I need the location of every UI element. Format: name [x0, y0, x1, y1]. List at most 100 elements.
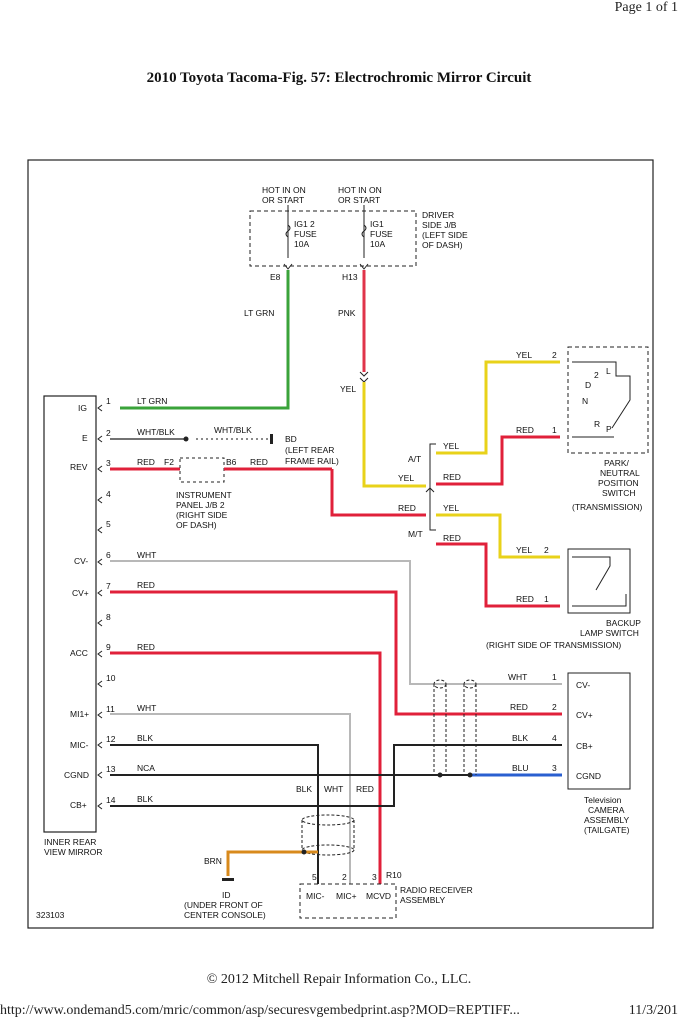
park-pin-2: 2 [552, 350, 557, 360]
mirror-pins: IG 1 E 2 REV 3 4 5 CV- 6 CV+ 7 8 ACC 9 1… [64, 396, 116, 810]
pos-p: P [606, 424, 612, 434]
wire-label-red-at: RED [443, 472, 461, 482]
pin-num-10: 10 [106, 673, 116, 683]
park-label-e: (TRANSMISSION) [572, 502, 643, 512]
page-number: Page 1 of 1 [614, 0, 678, 15]
diagram-frame [27, 159, 654, 929]
mirror-label-a: INNER REAR [44, 837, 96, 847]
wire-label-wht-blk-2: WHT/BLK [214, 425, 252, 435]
mirror-connector-marks [97, 404, 103, 810]
radio-pin-mic-plus: MIC+ [336, 891, 357, 901]
park-neutral-switch [567, 346, 649, 454]
pin-cv-minus: CV- [74, 556, 88, 566]
pin-num-2: 2 [106, 428, 111, 438]
cam-label-b: CAMERA [588, 805, 625, 815]
pin-num-4: 4 [106, 489, 111, 499]
cam-pin-cv-minus: CV- [576, 680, 590, 690]
backup-pin-2: 2 [544, 545, 549, 555]
ip-label-d: OF DASH) [176, 520, 217, 530]
wire-label-yel-park: YEL [516, 350, 532, 360]
cam-label-a: Television [584, 795, 622, 805]
park-label-d: SWITCH [602, 488, 636, 498]
mirror-label-b: VIEW MIRROR [44, 847, 103, 857]
hot-label-1a: HOT IN ON [262, 185, 306, 195]
pin-e: E [82, 433, 88, 443]
pin-cgnd: CGND [64, 770, 89, 780]
fuse1-a: IG1 2 [294, 219, 315, 229]
pin-num-13: 13 [106, 764, 116, 774]
cam-pin-num-2: 2 [552, 702, 557, 712]
ground-bd-b: (LEFT REAR [285, 445, 334, 455]
conn-b6: B6 [226, 457, 237, 467]
pos-r: R [594, 419, 600, 429]
pin-num-8: 8 [106, 612, 111, 622]
ground-id-b: (UNDER FRONT OF [184, 900, 263, 910]
wire-label-red-2: RED [250, 457, 268, 467]
wire-label-yel-at: YEL [443, 441, 459, 451]
cam-pin-num-4: 4 [552, 733, 557, 743]
pin-mic-minus: MIC- [70, 740, 89, 750]
wire-yel-mt [436, 513, 560, 559]
footer-date: 11/3/201 [628, 1003, 678, 1018]
backup-pin-1: 1 [544, 594, 549, 604]
pin-mi1-plus: MI1+ [70, 709, 89, 719]
label-mt: M/T [408, 529, 423, 539]
conn-f2: F2 [164, 457, 174, 467]
radio-pin-2: 2 [342, 872, 347, 882]
inner-rear-view-mirror [43, 395, 97, 833]
cam-pin-cb-plus: CB+ [576, 741, 593, 751]
shield-camera [433, 679, 477, 775]
ground-id-c: CENTER CONSOLE) [184, 910, 266, 920]
wire-label-blk-cam: BLK [512, 733, 528, 743]
instrument-panel-jb2 [179, 457, 225, 483]
pos-n: N [582, 396, 588, 406]
fuse2-b: FUSE [370, 229, 393, 239]
cam-pin-cv-plus: CV+ [576, 710, 593, 720]
wire-label-yel-backup: YEL [516, 545, 532, 555]
park-pin-1: 1 [552, 425, 557, 435]
ground-bd-c: FRAME RAIL) [285, 456, 339, 466]
pin-num-7: 7 [106, 581, 111, 591]
wire-label-pnk: PNK [338, 308, 356, 318]
pin-rev: REV [70, 462, 88, 472]
wire-label-blk-2: BLK [137, 794, 153, 804]
jb-label-d: OF DASH) [422, 240, 463, 250]
jb-label-a: DRIVER [422, 210, 454, 220]
driver-junction-block [249, 210, 417, 267]
park-label-a: PARK/ [604, 458, 630, 468]
pin-cb-plus: CB+ [70, 800, 87, 810]
wire-label-lt-grn-1: LT GRN [244, 308, 274, 318]
radio-pin-mcvd: MCVD [366, 891, 391, 901]
wire-label-blu: BLU [512, 763, 529, 773]
wire-red-at [436, 435, 560, 486]
radio-pin-3: 3 [372, 872, 377, 882]
radio-pin-5: 5 [312, 872, 317, 882]
wire-lt-grn [120, 270, 290, 410]
fuse2-a: IG1 [370, 219, 384, 229]
pos-l: L [606, 366, 611, 376]
wire-label-wht-1: WHT [137, 550, 156, 560]
pin-num-6: 6 [106, 550, 111, 560]
pin-num-5: 5 [106, 519, 111, 529]
backup-label-c: (RIGHT SIDE OF TRANSMISSION) [486, 640, 621, 650]
fuse-icon-2 [361, 224, 367, 238]
footer-url: http://www.ondemand5.com/mric/common/asp… [0, 1003, 520, 1018]
conn-h13: H13 [342, 272, 358, 282]
jb-label-b: SIDE J/B [422, 220, 457, 230]
wire-label-red-mt: RED [443, 533, 461, 543]
tv-camera-assembly [567, 672, 631, 790]
ground-bd-a: BD [285, 434, 297, 444]
park-label-c: POSITION [598, 478, 639, 488]
fuse2-c: 10A [370, 239, 385, 249]
wire-yel-at [436, 360, 560, 455]
cam-label-d: (TAILGATE) [584, 825, 630, 835]
fuse1-b: FUSE [294, 229, 317, 239]
wire-red-cv [110, 590, 562, 716]
wire-wht-cv [110, 560, 562, 685]
pin-num-12: 12 [106, 734, 116, 744]
wire-label-red-1: RED [137, 457, 155, 467]
wire-label-wht-blk-1: WHT/BLK [137, 427, 175, 437]
wire-label-lt-grn-2: LT GRN [137, 396, 167, 406]
pin-num-11: 11 [106, 704, 115, 714]
